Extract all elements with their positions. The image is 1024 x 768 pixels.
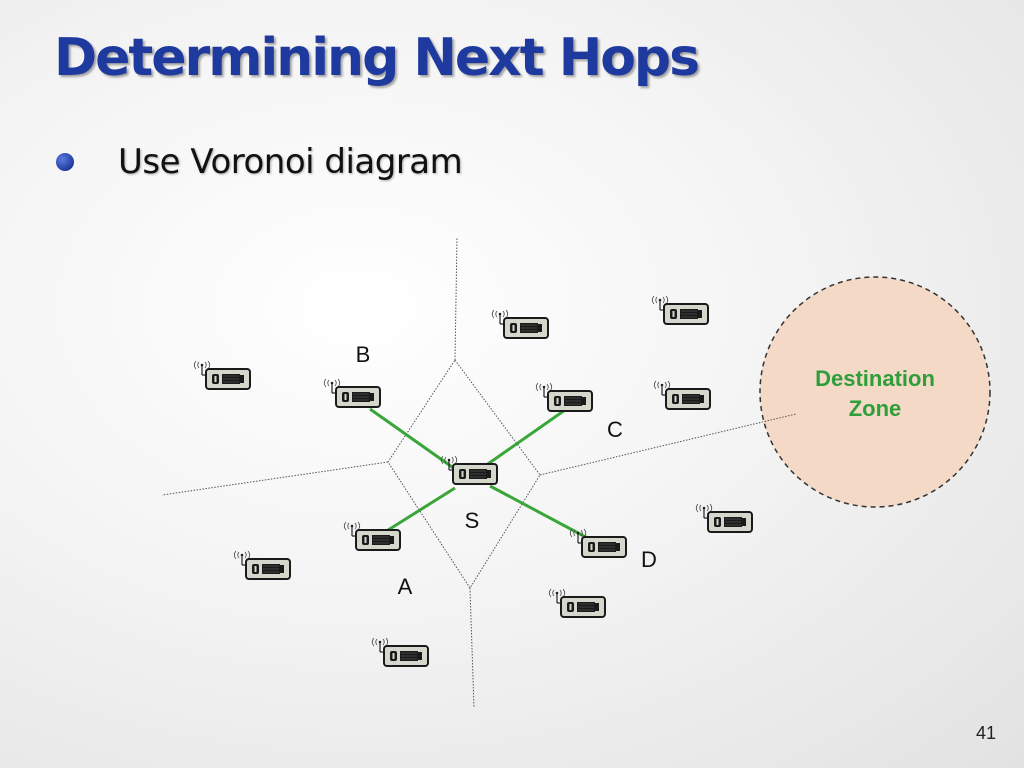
sensor-node-c-icon <box>535 382 593 412</box>
link-s-d <box>489 484 596 544</box>
page-number: 41 <box>975 723 996 743</box>
sensor-node-b-icon <box>323 378 381 408</box>
link-s-c <box>484 408 566 468</box>
node-label-a: A <box>398 574 413 599</box>
node-label-d: D <box>641 547 657 572</box>
sensor-node-icon <box>651 295 709 325</box>
voronoi-edge-bottom <box>469 587 475 709</box>
node-label-b: B <box>356 342 371 367</box>
voronoi-edge-top <box>454 237 458 361</box>
sensor-node-icon <box>193 360 251 390</box>
sensor-node-d-icon <box>569 528 627 558</box>
sensor-node-icon <box>695 503 753 533</box>
voronoi-cell-boundaries <box>161 237 797 709</box>
voronoi-edge-left <box>161 461 389 496</box>
sensor-node-icon <box>371 637 429 667</box>
sensor-node-s-icon <box>440 455 498 485</box>
destination-zone-label-line2: Zone <box>849 396 902 421</box>
bullet-text: Use Voronoi diagram <box>118 142 463 182</box>
voronoi-edge-right <box>539 413 797 476</box>
destination-zone-label-line1: Destination <box>815 366 935 391</box>
node-label-s: S <box>465 508 480 533</box>
node-label-c: C <box>607 417 623 442</box>
sensor-node-icon <box>653 380 711 410</box>
bullet-icon <box>56 153 74 171</box>
sensor-node-icon <box>233 550 291 580</box>
link-s-a <box>384 486 456 534</box>
sensor-node-icon <box>491 309 549 339</box>
link-s-b <box>369 407 463 476</box>
slide-title: Determining Next Hops <box>54 28 700 88</box>
destination-zone <box>759 276 991 508</box>
bullet-item: Use Voronoi diagram <box>56 142 463 182</box>
sensor-node-icon <box>548 588 606 618</box>
